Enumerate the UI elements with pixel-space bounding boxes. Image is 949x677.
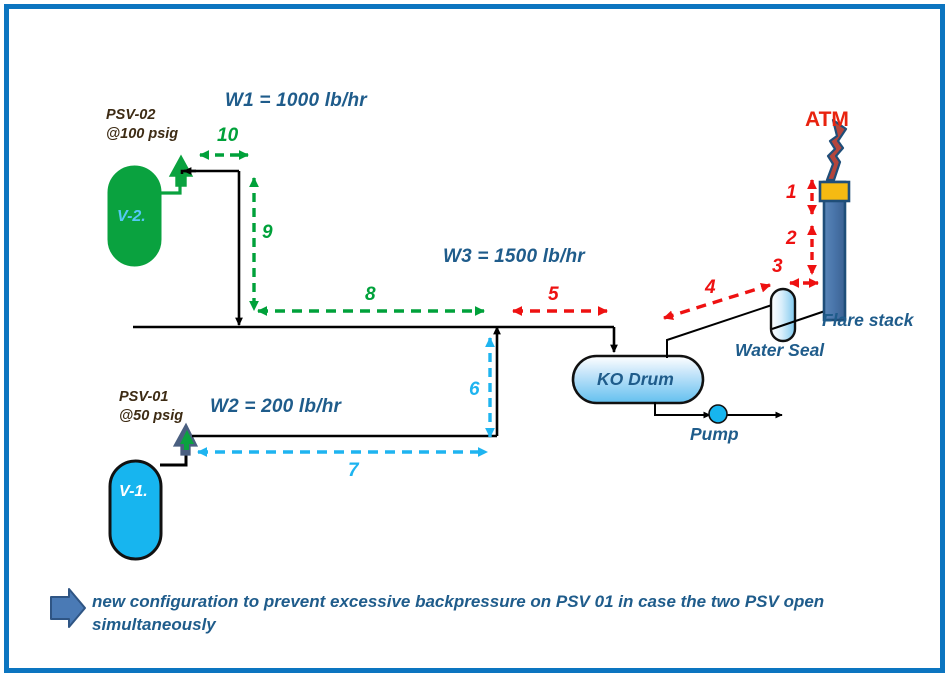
flow-label-w1: W1 = 1000 lb/hr xyxy=(225,90,367,111)
dimension-label-1: 1 xyxy=(786,182,797,203)
psv01-outlet-pipe xyxy=(192,326,501,438)
psv-01-tag: PSV-01 xyxy=(119,389,169,405)
flare-stack xyxy=(818,118,851,322)
vessel-v2-label: V-2. xyxy=(117,208,146,225)
psv-02-setpoint: @100 psig xyxy=(106,126,179,142)
atm-label: ATM xyxy=(805,108,849,131)
ko-drum xyxy=(571,354,705,405)
psv-02-tag: PSV-02 xyxy=(106,107,156,123)
water-seal xyxy=(769,287,829,343)
vessel-v1 xyxy=(108,459,163,561)
dimension-arrow-4 xyxy=(663,282,771,321)
dimension-label-5: 5 xyxy=(548,284,559,305)
pump-label: Pump xyxy=(690,424,739,444)
flare-stack-label: Flare stack xyxy=(822,310,914,330)
dimension-label-7: 7 xyxy=(348,460,359,481)
main-flare-header-pipe xyxy=(133,325,618,353)
dimension-label-9: 9 xyxy=(262,222,273,243)
diagram-caption: new configuration to prevent excessive b… xyxy=(92,592,825,634)
ko-drum-liquid-line xyxy=(654,402,783,424)
flow-label-w2: W2 = 200 lb/hr xyxy=(210,396,342,417)
water-seal-label: Water Seal xyxy=(735,340,825,360)
dimension-label-2: 2 xyxy=(786,228,797,249)
caption-block-arrow-icon xyxy=(50,588,86,628)
dimension-label-3: 3 xyxy=(772,256,783,277)
dimension-label-10: 10 xyxy=(217,125,239,146)
ko-drum-label: KO Drum xyxy=(597,369,674,389)
vessel-v2 xyxy=(107,165,162,267)
dimension-label-6: 6 xyxy=(469,379,480,400)
dimension-label-8: 8 xyxy=(365,284,376,305)
psv-01-valve-icon xyxy=(172,422,199,456)
psv02-outlet-pipe xyxy=(180,167,243,326)
vessel-v1-label: V-1. xyxy=(119,483,148,500)
psv-01-setpoint: @50 psig xyxy=(119,408,184,424)
dimension-label-4: 4 xyxy=(705,277,716,298)
flow-label-w3: W3 = 1500 lb/hr xyxy=(443,246,585,267)
